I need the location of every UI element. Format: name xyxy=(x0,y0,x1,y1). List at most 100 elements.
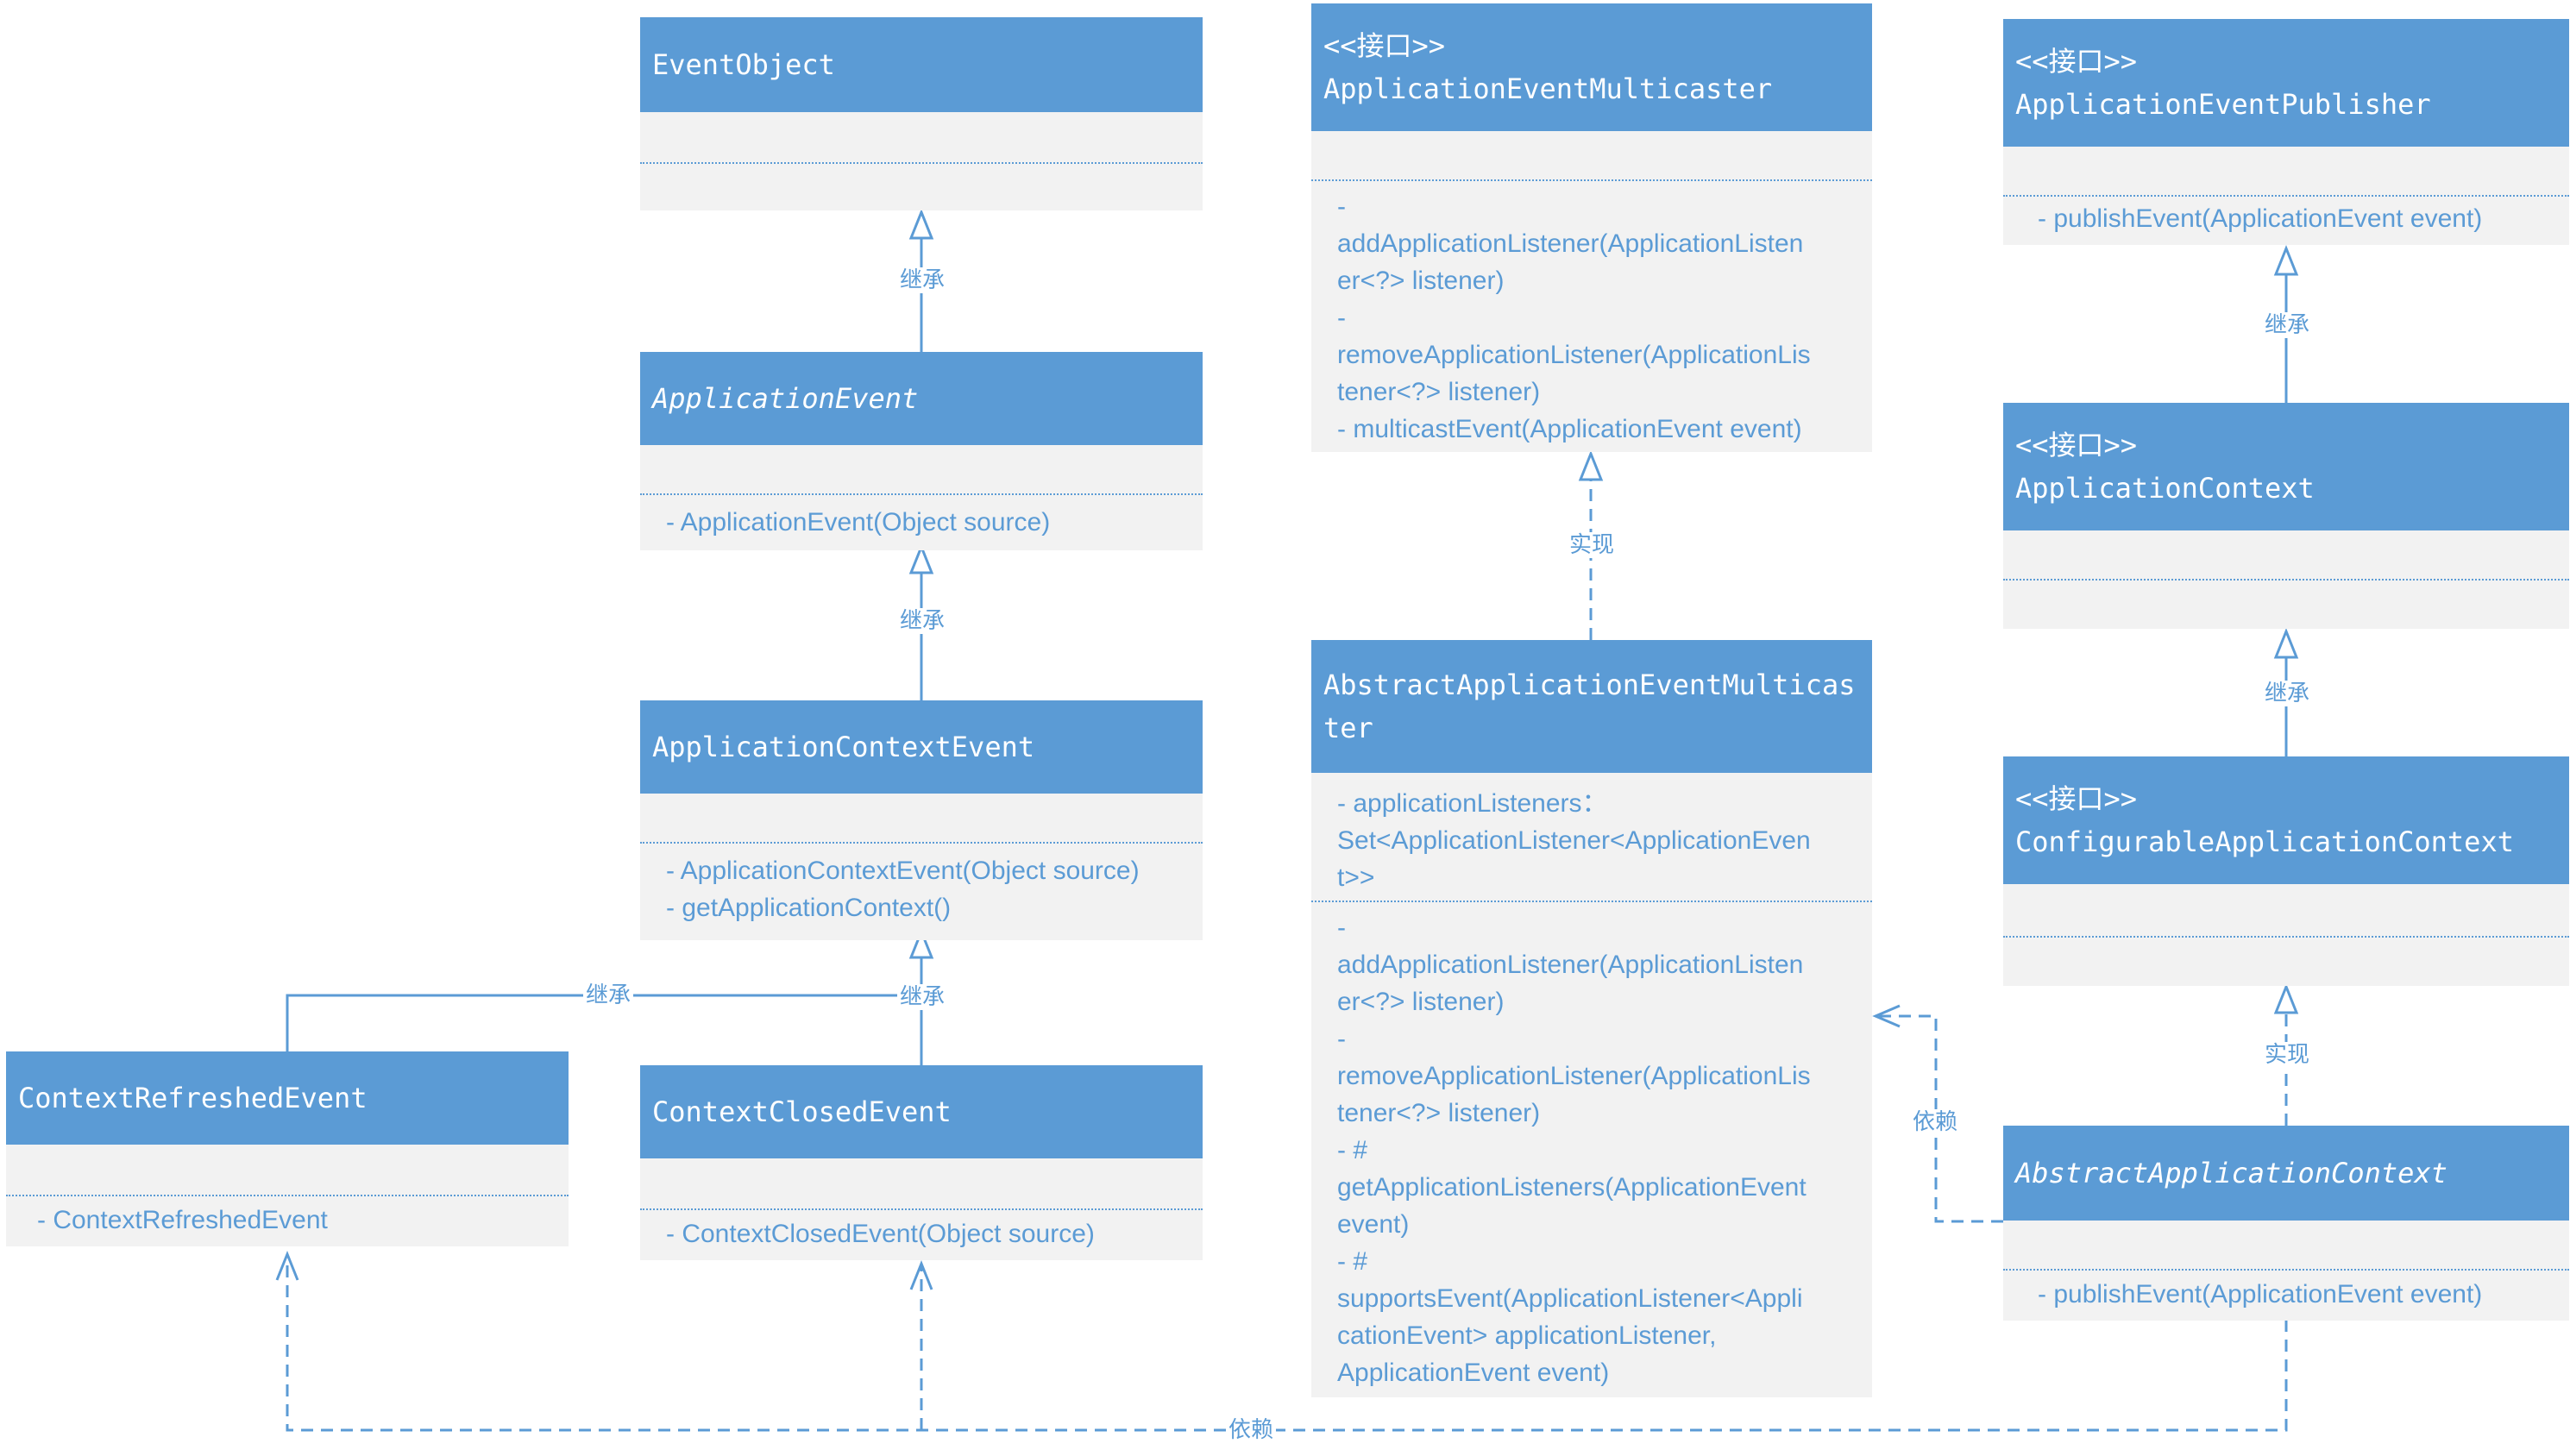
class-contextrefreshedevent[interactable]: ContextRefreshedEvent - ContextRefreshed… xyxy=(6,1051,569,1246)
operation: event) xyxy=(1337,1210,1410,1239)
class-header: <<接口>> ApplicationEventPublisher xyxy=(2003,19,2569,147)
class-applicationeventmulticaster[interactable]: <<接口>> ApplicationEventMulticaster - add… xyxy=(1311,3,1872,452)
attributes-section xyxy=(1311,131,1872,181)
line-depend-events xyxy=(286,1256,2288,1432)
arrow-generalization xyxy=(908,543,934,574)
class-name: ApplicationContextEvent xyxy=(652,731,1035,763)
class-header: AbstractApplicationEventMulticaster xyxy=(1311,640,1872,773)
operations-section: - addApplicationListener(ApplicationList… xyxy=(1311,181,1872,452)
class-header: <<接口>> ConfigurableApplicationContext xyxy=(2003,756,2569,884)
label-inherit: 继承 xyxy=(2262,681,2313,706)
class-abstractapplicationeventmulticaster[interactable]: AbstractApplicationEventMulticaster - ap… xyxy=(1311,640,1872,1397)
label-realize: 实现 xyxy=(2262,1042,2313,1068)
attributes-section xyxy=(2003,147,2569,197)
arrow-dependency xyxy=(275,1250,299,1281)
operation: - publishEvent(ApplicationEvent event) xyxy=(2038,1280,2483,1309)
class-header: EventObject xyxy=(640,17,1203,112)
arrow-generalization xyxy=(2273,627,2299,659)
class-applicationevent[interactable]: ApplicationEvent - ApplicationEvent(Obje… xyxy=(640,352,1203,550)
operations-section: - ContextRefreshedEvent xyxy=(6,1196,569,1246)
attributes-section xyxy=(2003,1221,2569,1271)
operation: addApplicationListener(ApplicationListen xyxy=(1337,951,1804,979)
class-applicationeventpublisher[interactable]: <<接口>> ApplicationEventPublisher - publi… xyxy=(2003,19,2569,245)
class-name: AbstractApplicationContext xyxy=(2015,1157,2447,1189)
class-name: EventObject xyxy=(652,48,835,81)
class-header: AbstractApplicationContext xyxy=(2003,1126,2569,1221)
class-applicationcontext[interactable]: <<接口>> ApplicationContext xyxy=(2003,403,2569,629)
attributes-section xyxy=(640,794,1203,844)
arrow-generalization xyxy=(908,208,934,240)
operation: cationEvent> applicationListener, xyxy=(1337,1321,1717,1350)
operation: addApplicationListener(ApplicationListen xyxy=(1337,229,1804,258)
class-applicationcontextevent[interactable]: ApplicationContextEvent - ApplicationCon… xyxy=(640,700,1203,940)
class-name: ConfigurableApplicationContext xyxy=(2015,825,2514,858)
class-header: ApplicationContextEvent xyxy=(640,700,1203,794)
label-depend: 依赖 xyxy=(1226,1417,1277,1443)
arrow-realization xyxy=(2273,982,2299,1014)
attributes-section xyxy=(2003,884,2569,938)
arrow-dependency xyxy=(909,1259,933,1290)
operation: - ApplicationContextEvent(Object source) xyxy=(666,857,1140,885)
operation: - xyxy=(1337,304,1346,332)
class-name: AbstractApplicationEventMulticaster xyxy=(1323,668,1856,744)
operation: tener<?> listener) xyxy=(1337,378,1541,406)
arrow-generalization xyxy=(908,927,934,959)
class-header: ApplicationEvent xyxy=(640,352,1203,445)
attribute: t>> xyxy=(1337,863,1375,892)
class-header: <<接口>> ApplicationEventMulticaster xyxy=(1311,3,1872,131)
attributes-section xyxy=(640,445,1203,495)
stereotype-label: <<接口>> xyxy=(2015,429,2138,461)
operation: - ContextClosedEvent(Object source) xyxy=(666,1220,1095,1248)
operations-section: - publishEvent(ApplicationEvent event) xyxy=(2003,1271,2569,1321)
stereotype-label: <<接口>> xyxy=(2015,782,2138,815)
operations-section: - ApplicationEvent(Object source) xyxy=(640,495,1203,550)
stereotype-label: <<接口>> xyxy=(2015,45,2138,78)
class-contextclosedevent[interactable]: ContextClosedEvent - ContextClosedEvent(… xyxy=(640,1065,1203,1260)
class-eventobject[interactable]: EventObject xyxy=(640,17,1203,210)
operation: - xyxy=(1337,192,1346,221)
attribute: Set<ApplicationListener<ApplicationEven xyxy=(1337,826,1811,855)
label-inherit: 继承 xyxy=(897,267,948,293)
class-name: ApplicationEventPublisher xyxy=(2015,88,2431,121)
operation: - ApplicationEvent(Object source) xyxy=(666,508,1051,537)
arrow-dependency xyxy=(1872,1004,1901,1028)
class-name: ContextRefreshedEvent xyxy=(18,1082,368,1114)
class-abstractapplicationcontext[interactable]: AbstractApplicationContext - publishEven… xyxy=(2003,1126,2569,1321)
operations-section xyxy=(640,164,1203,210)
operations-section xyxy=(2003,938,2569,986)
operation: removeApplicationListener(ApplicationLis xyxy=(1337,341,1811,369)
operation: - ContextRefreshedEvent xyxy=(37,1206,328,1234)
label-inherit: 继承 xyxy=(897,984,948,1010)
class-configurableapplicationcontext[interactable]: <<接口>> ConfigurableApplicationContext xyxy=(2003,756,2569,986)
operation: ApplicationEvent event) xyxy=(1337,1359,1610,1387)
attributes-section xyxy=(640,112,1203,164)
label-inherit: 继承 xyxy=(2262,312,2313,338)
operation: - # xyxy=(1337,1247,1368,1276)
operations-section: - addApplicationListener(ApplicationList… xyxy=(1311,902,1872,1397)
class-header: ContextRefreshedEvent xyxy=(6,1051,569,1145)
operation: removeApplicationListener(ApplicationLis xyxy=(1337,1062,1811,1090)
operation: - publishEvent(ApplicationEvent event) xyxy=(2038,204,2483,233)
operation: tener<?> listener) xyxy=(1337,1099,1541,1127)
arrow-realization xyxy=(1578,449,1604,481)
class-name: ApplicationContext xyxy=(2015,472,2315,505)
operation: - xyxy=(1337,1025,1346,1053)
stereotype-label: <<接口>> xyxy=(1323,29,1446,62)
operations-section: - publishEvent(ApplicationEvent event) xyxy=(2003,197,2569,245)
attributes-section xyxy=(2003,530,2569,581)
operation: getApplicationListeners(ApplicationEvent xyxy=(1337,1173,1807,1202)
operation: er<?> listener) xyxy=(1337,267,1505,295)
label-depend: 依赖 xyxy=(1910,1109,1961,1135)
operation: - multicastEvent(ApplicationEvent event) xyxy=(1337,415,1802,443)
operation: - getApplicationContext() xyxy=(666,894,952,922)
operation: er<?> listener) xyxy=(1337,988,1505,1016)
arrow-generalization xyxy=(2273,244,2299,276)
class-name: ContextClosedEvent xyxy=(652,1095,952,1128)
attribute: - applicationListeners： xyxy=(1337,789,1608,818)
operation: - xyxy=(1337,913,1346,942)
attributes-section: - applicationListeners： Set<ApplicationL… xyxy=(1311,773,1872,902)
label-realize: 实现 xyxy=(1567,532,1618,558)
class-name: ApplicationEvent xyxy=(652,382,919,415)
attributes-section xyxy=(6,1145,569,1196)
